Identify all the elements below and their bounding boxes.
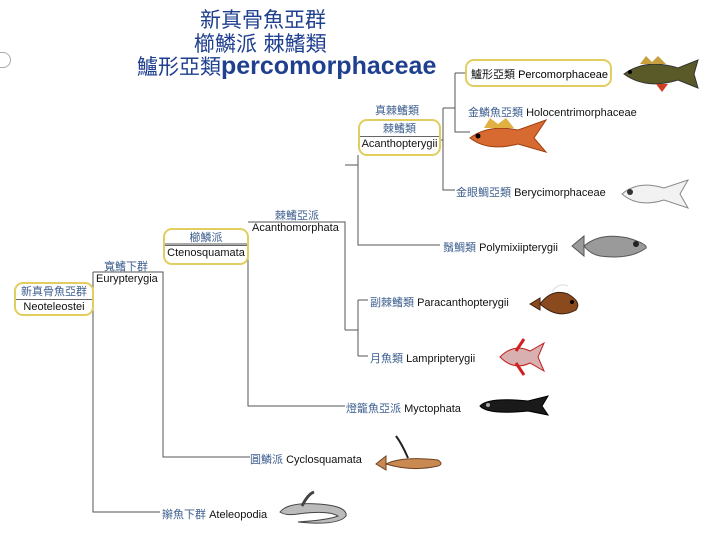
leaf-latin: Lampripterygii — [406, 353, 476, 365]
node-cn: 新真骨魚亞群 — [16, 284, 92, 300]
lanternfish-icon — [479, 395, 550, 416]
branch-paracanth-lampri — [345, 299, 368, 357]
node-cn: 櫛鱗派 — [165, 230, 247, 246]
eurypterygia-cn: 寬鰭下群 — [104, 260, 148, 273]
perch-fish-icon — [623, 56, 699, 92]
eurypterygia-latin: Eurypterygia — [96, 273, 158, 285]
title-latin: percomorphaceae — [221, 52, 437, 80]
branch-euacanth — [442, 72, 470, 140]
leaf-latin: Paracanthopterygii — [417, 297, 509, 309]
node-latin: Acanthopterygii — [361, 138, 438, 150]
lizardfish-icon — [375, 435, 442, 471]
leaf-cn: 鱸形亞類 — [471, 68, 515, 81]
branch-acanthomorphata — [248, 221, 346, 330]
leaf-latin: Polymixiipterygii — [479, 242, 558, 254]
jellynose-fish-icon — [279, 490, 347, 524]
acanthomorphata-cn: 棘鰭亞派 — [275, 209, 319, 222]
branch-eurypterygia — [93, 271, 250, 458]
title-line-1: 新真骨魚亞群 — [200, 8, 326, 32]
dory-fish-icon — [529, 284, 579, 315]
leaf-ateleopodia: 辮魚下群 Ateleopodia — [162, 506, 267, 522]
leaf-latin: Cyclosquamata — [286, 454, 362, 466]
leaf-cn: 月魚類 — [370, 352, 403, 365]
leaf-myctophata: 燈籠魚亞派 Myctophata — [346, 400, 461, 416]
leaf-latin: Percomorphaceae — [518, 69, 608, 81]
node-acanthopterygii: 棘鰭類 Acanthopterygii — [358, 119, 441, 156]
leaf-latin: Ateleopodia — [209, 509, 268, 521]
branch-neoteleostei — [92, 272, 160, 513]
leaf-cn: 金眼鯛亞類 — [456, 186, 511, 199]
node-latin: Neoteleostei — [23, 301, 85, 313]
node-ctenosquamata: 櫛鱗派 Ctenosquamata — [163, 228, 249, 265]
leaf-percomorphaceae: 鱸形亞類 Percomorphaceae — [465, 59, 612, 87]
beryx-fish-icon — [621, 179, 690, 209]
beardfish-icon — [571, 234, 647, 258]
leaf-cn: 副棘鰭類 — [370, 296, 414, 309]
title-line-2: 櫛鱗派 棘鰭類 — [194, 32, 327, 56]
title-line-3: 鱸形亞類percomorphaceae — [137, 51, 436, 81]
node-cn: 棘鰭類 — [360, 121, 439, 137]
branch-ctenosquamata — [163, 243, 345, 407]
leaf-holocentrimorphaceae: 金鱗魚亞類 Holocentrimorphaceae — [468, 104, 637, 120]
leaf-latin: Myctophata — [404, 403, 461, 415]
leaf-paracanthopterygii: 副棘鰭類 Paracanthopterygii — [370, 294, 509, 310]
leaf-berycimorphaceae: 金眼鯛亞類 Berycimorphaceae — [456, 184, 606, 200]
branch-berycimorph — [440, 139, 455, 191]
leaf-cyclosquamata: 圓鱗派 Cyclosquamata — [250, 451, 362, 467]
leaf-cn: 燈籠魚亞派 — [346, 402, 401, 415]
leaf-cn: 金鱗魚亞類 — [468, 106, 523, 119]
euacanthopterygii-cn: 真棘鰭類 — [375, 104, 419, 117]
leaf-latin: Holocentrimorphaceae — [526, 107, 637, 119]
leaf-cn: 圓鱗派 — [250, 453, 283, 466]
title-cn: 鱸形亞類 — [137, 55, 221, 79]
edge-marker — [0, 52, 11, 68]
branch-polymixii — [357, 155, 440, 246]
node-neoteleostei: 新真骨魚亞群 Neoteleostei — [14, 282, 94, 316]
leaf-cn: 辮魚下群 — [162, 508, 206, 521]
leaf-latin: Berycimorphaceae — [514, 187, 606, 199]
node-latin: Ctenosquamata — [167, 247, 245, 259]
opah-fish-icon — [499, 338, 546, 376]
leaf-polymixiipterygii: 鬚鯛類 Polymixiipterygii — [443, 239, 558, 255]
acanthomorphata-latin: Acanthomorphata — [252, 222, 339, 234]
leaf-lampripterygii: 月魚類 Lampripterygii — [370, 350, 475, 366]
leaf-cn: 鬚鯛類 — [443, 241, 476, 254]
squirrelfish-icon — [469, 118, 548, 153]
